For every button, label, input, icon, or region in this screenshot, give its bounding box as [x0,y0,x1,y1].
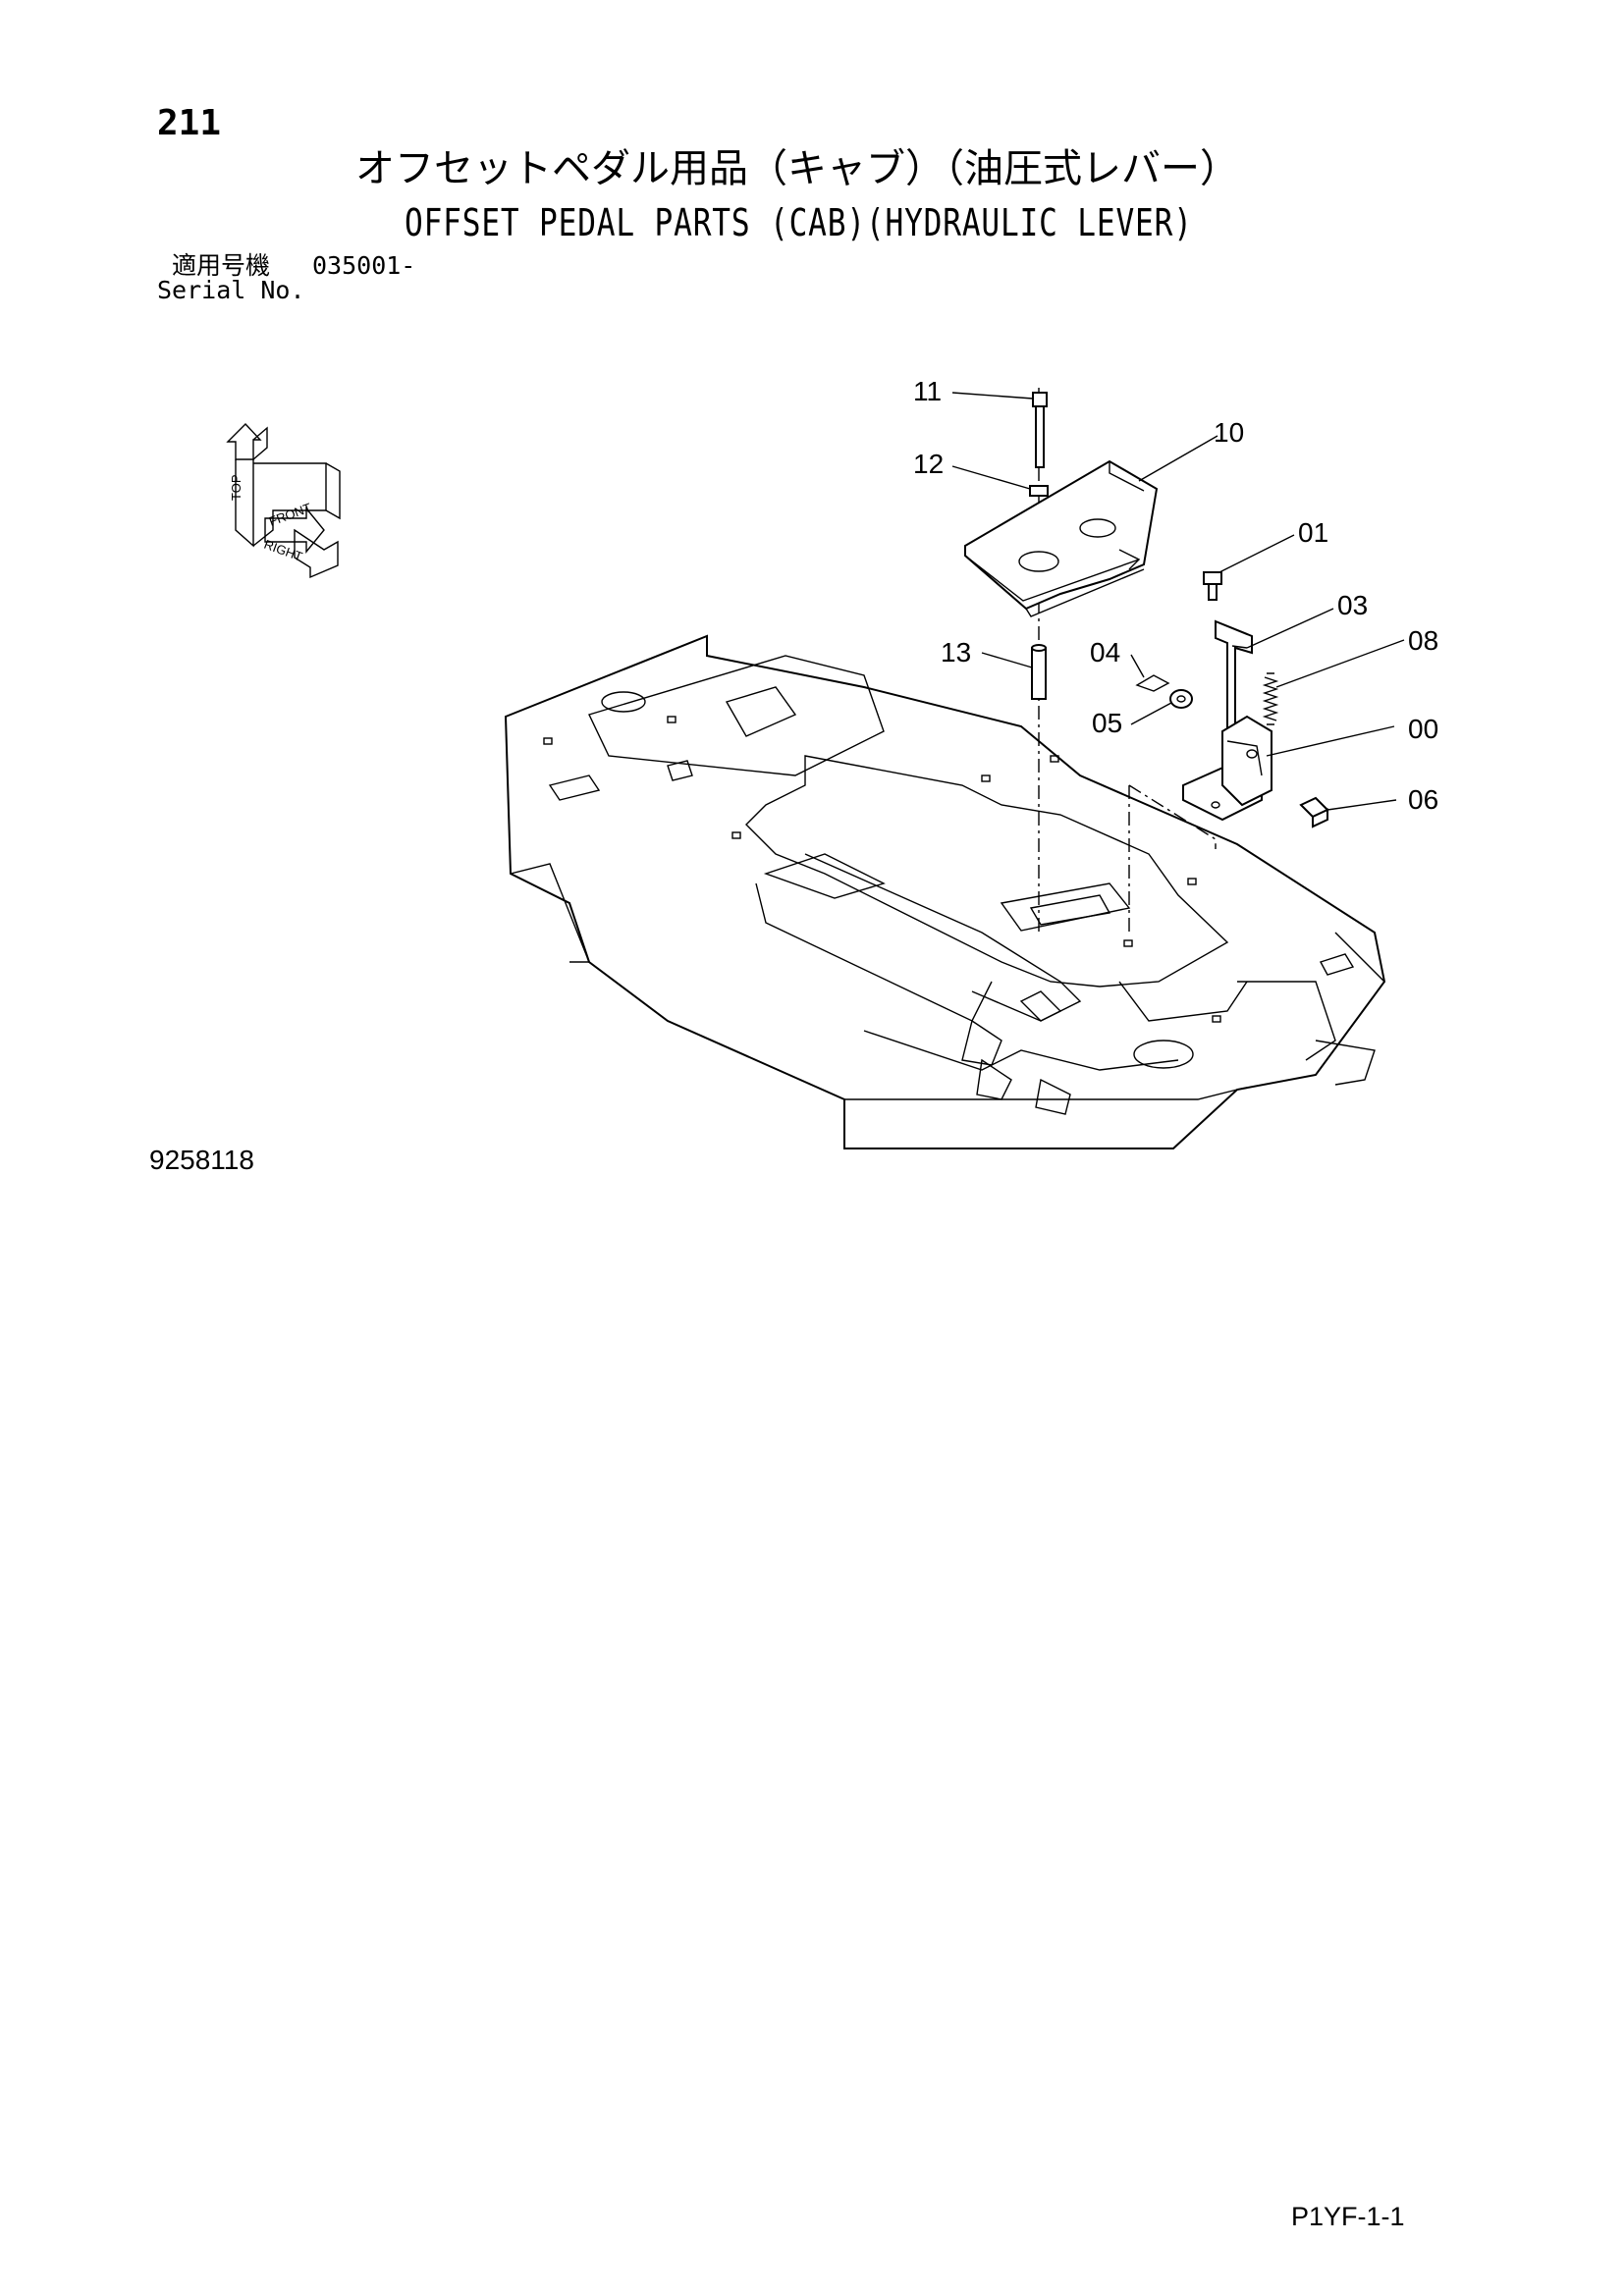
serial-label-english: Serial No. [157,276,305,304]
page-code: P1YF-1-1 [1291,2202,1405,2231]
callout-08: 08 [1408,625,1438,656]
part-05-roller [1169,689,1193,709]
callout-10: 10 [1214,417,1244,448]
callout-00: 00 [1408,714,1438,744]
callout-04: 04 [1090,637,1120,667]
part-01-bolt [1203,571,1222,601]
drawing-number: 9258118 [149,1145,254,1175]
part-12-washer [1029,485,1049,497]
orientation-arrow-icon: TOP FRONT RIGHT [226,422,341,579]
page-title-english: OFFSET PEDAL PARTS (CAB)(HYDRAULIC LEVER… [405,201,1193,244]
orientation-label-front: FRONT [267,500,313,528]
orientation-label-right: RIGHT [262,537,304,564]
serial-label-japanese: 適用号機 [172,251,271,280]
callout-01: 01 [1298,517,1328,548]
serial-number-value: 035001- [312,251,416,280]
floor-frame [504,634,1386,1149]
bracket-guide-line [1128,784,1217,933]
part-06-cap [1299,796,1329,828]
page-number: 211 [157,103,222,143]
part-00-pedal-bracket [1182,715,1272,822]
callout-12: 12 [913,449,944,479]
callout-03: 03 [1337,590,1368,620]
callout-11: 11 [913,376,942,406]
orientation-label-top: TOP [229,475,244,502]
leader-lines [951,392,1405,811]
part-04-clip [1135,674,1170,692]
callout-13: 13 [941,637,971,667]
part-10-pedal-plate [964,459,1159,617]
page-title-japanese: オフセットペダル用品（キャブ）（油圧式レバー） [355,146,1239,191]
callout-06: 06 [1408,784,1438,815]
part-11-bolt [1032,392,1048,468]
callout-05: 05 [1092,708,1122,738]
part-08-spring [1262,672,1279,725]
part-13-pin [1031,644,1047,700]
